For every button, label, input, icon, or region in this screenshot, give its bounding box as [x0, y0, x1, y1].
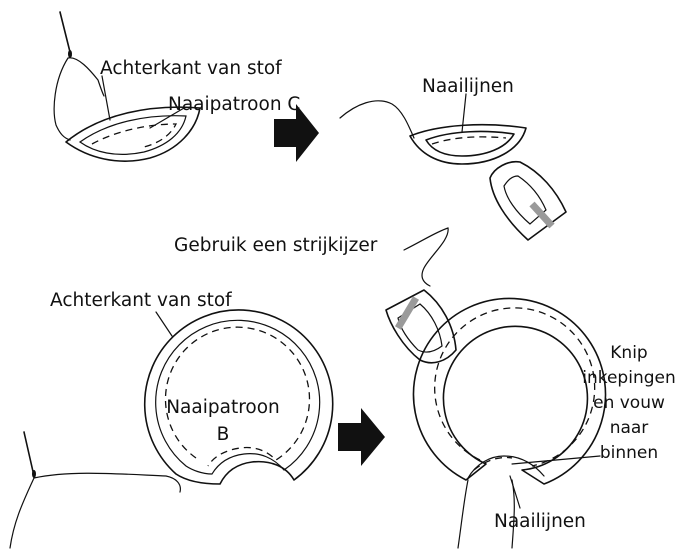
iron-bottom: [386, 290, 456, 363]
leader-back-of-fabric-bottom: [156, 312, 172, 336]
label-sewing-lines-top: Naailijnen: [422, 76, 514, 97]
label-pattern-c: Naaipatroon C: [168, 94, 300, 115]
needle-top-left: [60, 12, 72, 58]
label-sewing-lines-bottom: Naailijnen: [494, 511, 586, 532]
label-notch-line2: inkepingen: [582, 368, 676, 388]
iron-top: [490, 162, 566, 240]
thread-top-left: [54, 58, 104, 140]
arrow-right-bottom: [338, 408, 385, 466]
needle-bottom-left: [24, 432, 36, 478]
folded-ring: [413, 298, 605, 484]
leader-sewing-lines-top: [462, 94, 466, 132]
leader-sewing-lines-bottom: [510, 476, 520, 508]
sewn-piece-c: [410, 125, 526, 164]
label-notch-line4: naar: [610, 418, 649, 438]
thread-bottom-left: [10, 473, 180, 548]
thread-top-right: [340, 101, 414, 138]
label-back-of-fabric-top: Achterkant van stof: [100, 58, 282, 79]
label-notch-line1: Knip: [610, 343, 647, 363]
leader-back-of-fabric-top: [102, 76, 110, 120]
leader-use-iron: [404, 228, 448, 286]
label-back-of-fabric-bottom: Achterkant van stof: [50, 290, 232, 311]
fabric-piece-c: [66, 107, 200, 161]
label-use-iron: Gebruik een strijkijzer: [174, 235, 378, 256]
label-notch-line5: binnen: [600, 443, 658, 463]
label-pattern-b-line1: Naaipatroon: [166, 397, 280, 418]
label-pattern-b-line2: B: [217, 424, 230, 445]
label-notch-line3: en vouw: [593, 393, 665, 413]
